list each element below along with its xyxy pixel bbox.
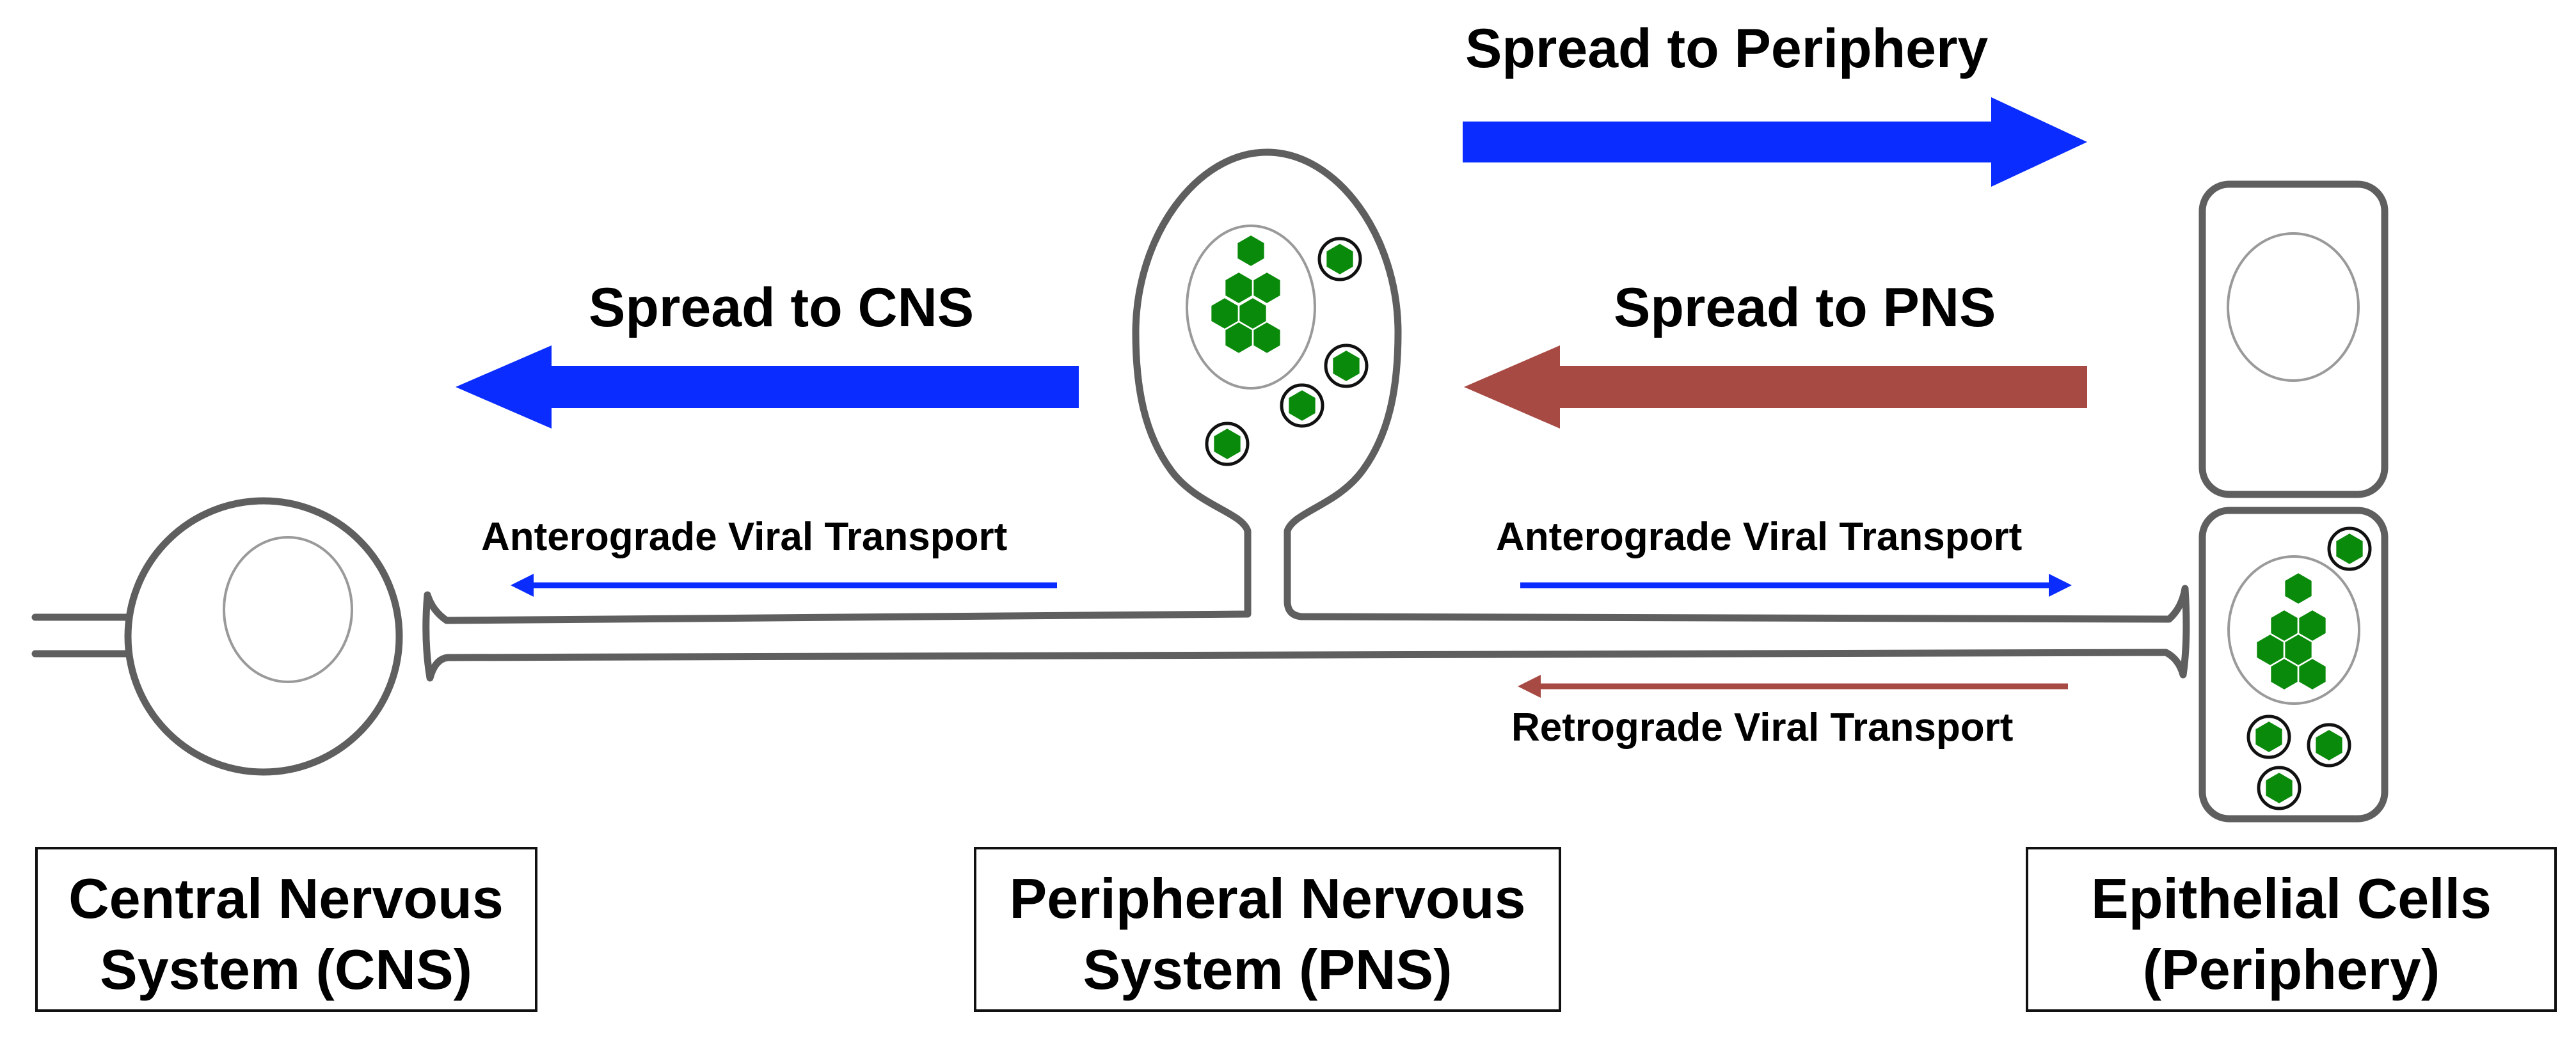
epithelial-nucleus-top	[2227, 232, 2360, 382]
epithelial-box-line1: Epithelial Cells	[2091, 867, 2492, 930]
spread-to-pns-label: Spread to PNS	[1614, 277, 1996, 338]
epithelial-cells	[2198, 180, 2389, 823]
pns-box-line2: System (PNS)	[1083, 938, 1452, 1001]
pns-box-line1: Peripheral Nervous	[1010, 867, 1526, 930]
epithelial-box-line2: (Periphery)	[2143, 938, 2440, 1001]
anterograde-right-arrow	[1520, 574, 2072, 597]
cns-box-line1: Central Nervous	[68, 867, 504, 930]
epithelial-enveloped-virions	[2246, 526, 2372, 810]
retrograde-arrow	[1518, 675, 2068, 698]
spread-to-periphery-label: Spread to Periphery	[1465, 18, 1988, 79]
cns-label-box: Central Nervous System (CNS)	[35, 847, 537, 1012]
cns-box-line2: System (CNS)	[100, 938, 472, 1001]
spread-to-cns-arrow	[456, 345, 1079, 429]
anterograde-left-arrow	[511, 574, 1057, 597]
cns-neuron	[31, 497, 403, 776]
anterograde-right-label: Anterograde Viral Transport	[1496, 515, 2022, 559]
retrograde-label: Retrograde Viral Transport	[1511, 706, 2013, 750]
epithelial-label-box: Epithelial Cells (Periphery)	[2026, 847, 2557, 1012]
spread-to-cns-label: Spread to CNS	[589, 277, 974, 338]
pns-label-box: Peripheral Nervous System (PNS)	[974, 847, 1561, 1012]
anterograde-left-label: Anterograde Viral Transport	[481, 515, 1007, 559]
spread-to-pns-arrow	[1464, 345, 2087, 429]
pns-enveloped-virions	[1205, 237, 1369, 466]
cns-nucleus	[223, 536, 353, 683]
pns-neuron	[422, 148, 2190, 682]
pns-neuron-outline	[422, 148, 2190, 682]
spread-to-periphery-arrow	[1463, 97, 2087, 187]
